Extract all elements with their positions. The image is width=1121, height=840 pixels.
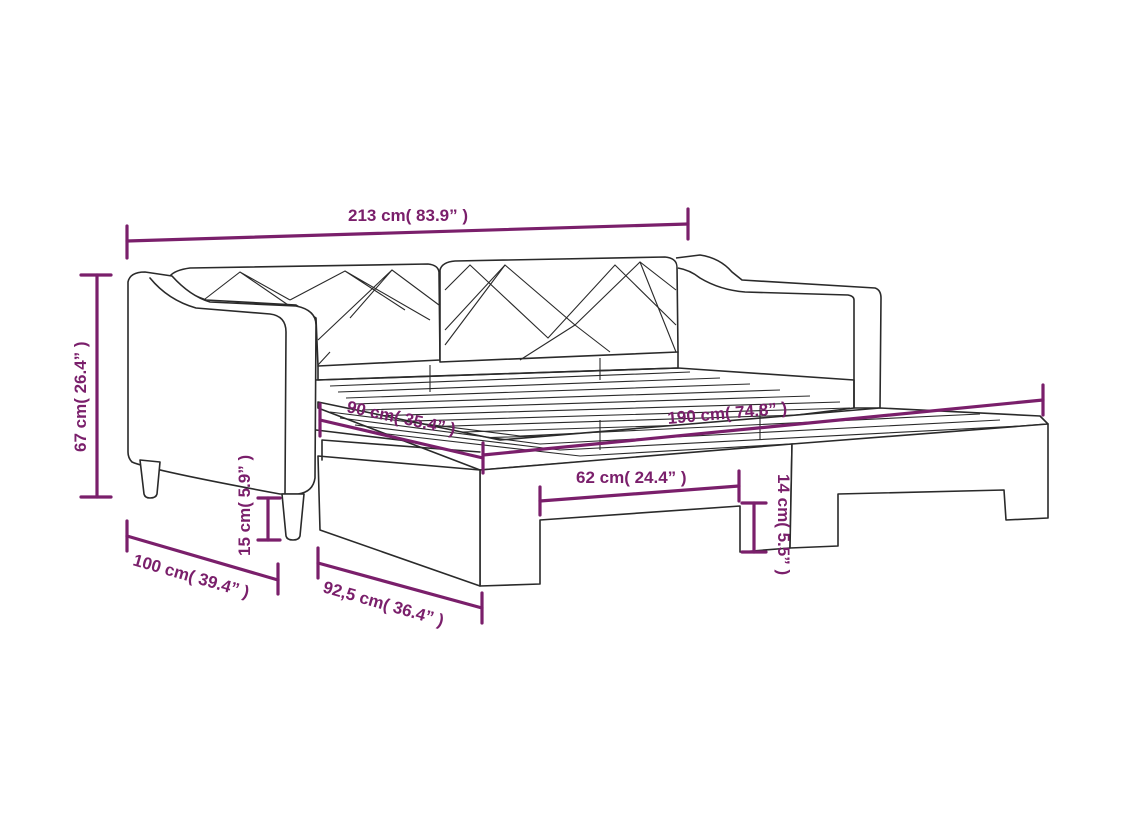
- armrest-left-inner: [149, 277, 287, 495]
- label-depth: 100 cm( 39.4” ): [131, 551, 252, 602]
- label-total-width: 213 cm( 83.9” ): [348, 206, 468, 225]
- dim-trundle-leg-span: 62 cm( 24.4” ): [538, 468, 741, 517]
- back-cushion-right: [439, 256, 679, 363]
- cushion-quilting: [204, 261, 677, 366]
- trundle-left-side: [317, 455, 481, 587]
- armrest-right: [675, 254, 882, 409]
- trundle-front-frame: [479, 443, 793, 587]
- leg-front-left: [139, 459, 161, 499]
- daybed-drawing: [127, 254, 1049, 587]
- label-trundle-leg-span: 62 cm( 24.4” ): [576, 468, 687, 487]
- label-trundle-height: 14 cm( 5.5” ): [774, 474, 793, 575]
- dim-total-height: 67 cm( 26.4” ): [71, 273, 113, 499]
- dim-depth: 100 cm( 39.4” ): [125, 519, 280, 602]
- leg-front-right: [281, 493, 305, 541]
- label-total-height: 67 cm( 26.4” ): [71, 341, 90, 452]
- label-trundle-depth: 92,5 cm( 36.4” ): [321, 578, 446, 631]
- dim-total-width: 213 cm( 83.9” ): [125, 206, 690, 260]
- dim-trundle-height: 14 cm( 5.5” ): [740, 474, 793, 575]
- trundle-side-frame: [789, 423, 1049, 549]
- trundle-inner-edge: [321, 439, 481, 461]
- armrest-left: [127, 271, 317, 495]
- label-leg-height: 15 cm( 5.9” ): [235, 455, 254, 556]
- dim-leg-height: 15 cm( 5.9” ): [235, 455, 282, 556]
